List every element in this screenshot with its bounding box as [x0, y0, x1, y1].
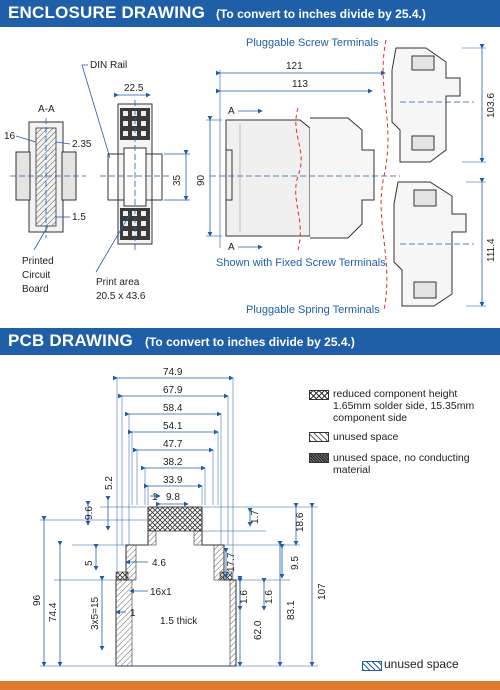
- pcb-outline: [115, 506, 237, 667]
- enclosure-subtitle: (To convert to inches divide by 25.4.): [216, 7, 426, 21]
- fixed-screw-label: Shown with Fixed Screw Terminals: [216, 257, 386, 269]
- dim-107: 107: [317, 583, 328, 600]
- enclosure-title: ENCLOSURE DRAWING: [8, 3, 206, 22]
- width-33-9: 33.9: [163, 475, 183, 486]
- dim-5: 5: [84, 560, 95, 566]
- dim-113: 113: [292, 79, 308, 90]
- dim-74-4: 74.4: [48, 602, 59, 622]
- enclosure-banner: ENCLOSURE DRAWING (To convert to inches …: [0, 0, 500, 27]
- enclosure-drawing: A-A 16 2.35 1.5 Printed Circuit Board DI…: [4, 39, 497, 311]
- section-a-a-view: A-A 16 2.35 1.5: [4, 104, 92, 251]
- dim-1-bottom: 1: [130, 608, 136, 619]
- pluggable-spring-label: Pluggable Spring Terminals: [246, 304, 380, 316]
- width-54-1: 54.1: [163, 421, 183, 432]
- dim-103-6: 103.6: [486, 93, 497, 118]
- dim-4-6: 4.6: [152, 558, 166, 569]
- din-rail-label: DIN Rail: [90, 60, 127, 71]
- dim-2-35: 2.35: [72, 139, 92, 150]
- bottom-unused-text: unused space: [384, 657, 459, 671]
- dim-17-7: 17.7: [226, 552, 237, 572]
- legend-unused-text: unused space: [333, 431, 399, 443]
- dim-3x5-15: 3x5=15: [90, 596, 101, 630]
- legend-reduced-swatch: [309, 390, 329, 400]
- dim-62-0: 62.0: [253, 620, 264, 640]
- dim-1: 1: [152, 492, 158, 503]
- pluggable-spring-terminal: 111.4: [393, 178, 497, 307]
- dim-18-6: 18.6: [295, 512, 306, 532]
- width-74-9: 74.9: [163, 367, 183, 378]
- dim-83-1: 83.1: [286, 600, 297, 620]
- dim-16x1: 16x1: [150, 587, 172, 598]
- dim-96: 96: [32, 594, 43, 606]
- pcb-banner: PCB DRAWING (To convert to inches divide…: [0, 328, 500, 355]
- dim-1-6-b: 1.6: [264, 590, 275, 604]
- dim-5-2: 5.2: [104, 476, 115, 490]
- dim-121: 121: [286, 61, 303, 72]
- section-marker-top: A: [228, 106, 235, 117]
- dim-22-5: 22.5: [124, 83, 144, 94]
- width-38-2: 38.2: [163, 457, 183, 468]
- width-67-9: 67.9: [163, 385, 183, 396]
- legend-unused-nc-text: unused space, no conducting material: [333, 452, 470, 476]
- dim-16: 16: [4, 131, 16, 142]
- dim-90: 90: [196, 174, 207, 186]
- pluggable-screw-label: Pluggable Screw Terminals: [246, 37, 379, 49]
- dim-35: 35: [172, 174, 183, 186]
- dim-9-6-side: 9.6: [84, 506, 95, 520]
- pcb-label-2: Circuit: [22, 270, 51, 281]
- section-marker-bottom: A: [228, 242, 235, 253]
- legend-unused-nc-swatch: [309, 453, 329, 463]
- dim-1-7: 1.7: [250, 510, 261, 524]
- print-area-label-1: Print area: [96, 277, 140, 288]
- right-dimensions: [202, 503, 318, 667]
- thickness-label: 1.5 thick: [160, 616, 198, 627]
- pcb-subtitle: (To convert to inches divide by 25.4.): [145, 335, 355, 349]
- bottom-unused-swatch: [362, 661, 382, 671]
- pcb-drawing: 74.9 67.9 58.4 54.1 47.7 38.2 33.9 9.8: [32, 367, 328, 667]
- dim-111-4: 111.4: [486, 238, 497, 262]
- legend-reduced-text: reduced component height 1.65mm solder s…: [333, 388, 475, 424]
- dim-9-5: 9.5: [290, 556, 301, 570]
- pcb-title: PCB DRAWING: [8, 331, 133, 350]
- dim-1-6-a: 1.6: [239, 590, 250, 604]
- front-view: DIN Rail 22.5 35: [81, 60, 190, 273]
- section-label: A-A: [38, 104, 55, 115]
- width-9-8: 9.8: [166, 492, 180, 503]
- left-dimensions: [40, 493, 236, 667]
- pcb-label-1: Printed: [22, 256, 54, 267]
- width-58-4: 58.4: [163, 403, 183, 414]
- width-47-7: 47.7: [163, 439, 183, 450]
- footer-bar: [0, 681, 500, 690]
- side-view: 121 113 A A 90: [196, 39, 400, 311]
- pluggable-screw-terminal: 103.6: [391, 44, 497, 163]
- pcb-label-3: Board: [22, 284, 49, 295]
- dim-1-5: 1.5: [72, 212, 86, 223]
- print-area-label-2: 20.5 x 43.6: [96, 291, 146, 302]
- legend-unused-swatch: [309, 432, 329, 442]
